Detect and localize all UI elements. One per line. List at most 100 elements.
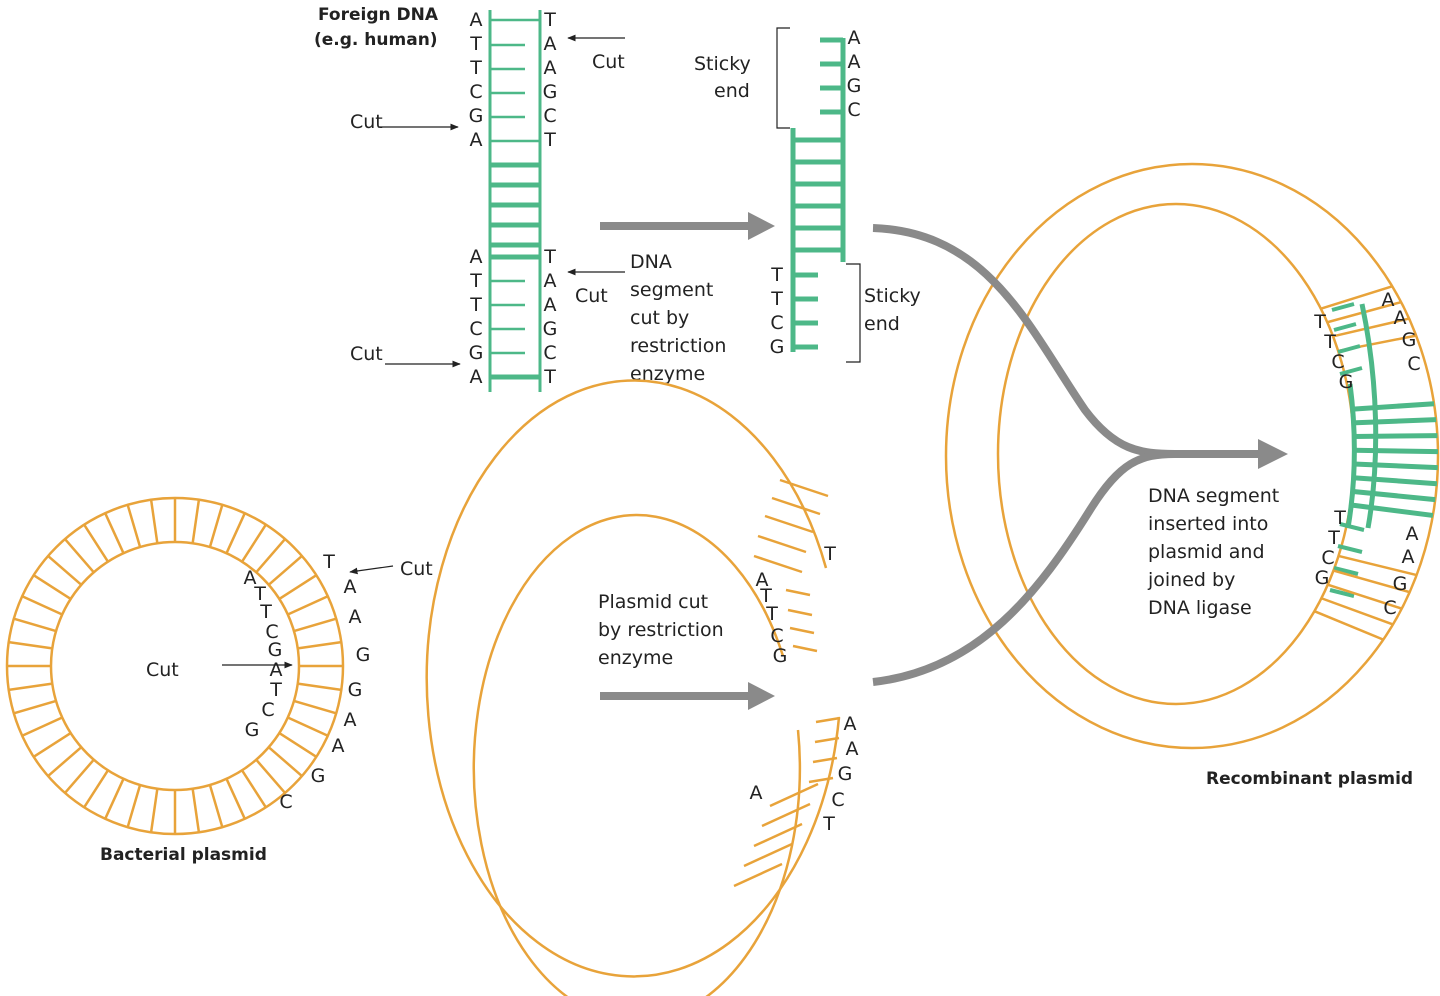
sticky-end-fragment <box>790 37 846 352</box>
base-pair-rung <box>297 682 342 692</box>
base-pair-rung <box>753 822 803 848</box>
base-pair-rung <box>792 644 818 653</box>
base-pair-rung <box>32 574 72 601</box>
nucleotide-base: T <box>1327 527 1340 549</box>
svg-text:DNA ligase: DNA ligase <box>1148 597 1252 619</box>
recombinant-plasmid-rungs <box>1313 285 1439 641</box>
base-pair-rung <box>753 554 803 574</box>
base-pair-rung <box>1332 317 1410 338</box>
nucleotide-base: T <box>469 270 482 292</box>
base-pair-rung <box>47 746 83 777</box>
base-pair-rung <box>761 802 811 828</box>
nucleotide-base: A <box>544 270 557 292</box>
base-pair-rung <box>1353 433 1438 440</box>
nucleotide-base: G <box>773 645 788 667</box>
nucleotide-base: G <box>543 318 558 340</box>
svg-text:by restriction: by restriction <box>598 619 724 641</box>
nucleotide-base: A <box>470 366 483 388</box>
base-pair-rung <box>13 617 57 633</box>
base-pair-rung <box>815 716 841 724</box>
base-pair-rung <box>1353 447 1439 455</box>
base-pair-rung <box>812 756 838 764</box>
foreign-dna-label: Foreign DNA <box>318 5 439 25</box>
process-arrowhead <box>748 212 775 240</box>
nucleotide-base: A <box>756 569 769 591</box>
base-pair-rung <box>293 617 337 633</box>
base-pair-rung <box>789 626 815 635</box>
nucleotide-base: C <box>770 312 783 334</box>
base-pair-rung <box>104 512 125 554</box>
nucleotide-base: T <box>765 603 778 625</box>
nucleotide-base: A <box>1406 523 1419 545</box>
base-pair-rung <box>149 499 159 544</box>
svg-text:inserted into: inserted into <box>1148 513 1268 535</box>
base-pair-rung <box>771 496 821 516</box>
nucleotide-base: C <box>1383 597 1396 619</box>
base-pair-rung <box>1337 344 1361 354</box>
nucleotide-base: G <box>268 639 283 661</box>
base-pair-rung <box>808 776 834 784</box>
recombinant-plasmid <box>944 162 1440 750</box>
nucleotide-base: T <box>543 246 556 268</box>
nucleotide-base: T <box>322 551 335 573</box>
nucleotide-base: T <box>1313 311 1326 333</box>
base-pair-rung <box>104 778 125 820</box>
base-pair-rung <box>769 782 819 808</box>
svg-text:Plasmid cut: Plasmid cut <box>598 591 708 613</box>
nucleotide-base: G <box>1339 371 1354 393</box>
svg-text:DNA: DNA <box>630 251 672 273</box>
nucleotide-base: A <box>332 735 345 757</box>
cut-plasmid-rungs <box>733 478 841 888</box>
base-pair-rung <box>225 512 246 554</box>
merge-arrow-lower <box>872 450 1176 686</box>
nucleotide-base: A <box>750 782 763 804</box>
nucleotide-base: A <box>470 246 483 268</box>
base-pair-rung <box>8 682 53 692</box>
nucleotide-base: C <box>265 621 278 643</box>
fragment-rungs <box>793 37 843 350</box>
base-pair-rung <box>1351 488 1436 503</box>
nucleotide-base: C <box>543 342 556 364</box>
base-pair-rung <box>1331 302 1355 312</box>
inserted-dna-strand <box>1359 303 1379 529</box>
base-pair-rung <box>64 538 95 574</box>
base-pair-rung <box>1337 544 1363 554</box>
base-pair-rung <box>240 523 267 563</box>
merge-arrowhead <box>1258 439 1288 469</box>
base-pair-rung <box>814 736 840 744</box>
nucleotide-base: G <box>469 105 484 127</box>
base-pair-rung <box>225 778 246 820</box>
base-pair-rung <box>126 784 142 828</box>
base-pair-rung <box>8 640 53 650</box>
base-pair-rung <box>47 555 83 586</box>
nucleotide-base: T <box>770 264 783 286</box>
dna-inserted-caption: DNA segment inserted into plasmid and jo… <box>1147 485 1279 619</box>
nucleotide-base: T <box>253 583 266 605</box>
nucleotide-base: C <box>279 791 292 813</box>
nucleotide-base: A <box>544 33 557 55</box>
nucleotide-base: G <box>1315 567 1330 589</box>
nucleotide-base: C <box>543 105 556 127</box>
base-pair-rung <box>83 769 110 809</box>
nucleotide-base: T <box>269 679 282 701</box>
sticky-end-label-2: end <box>864 313 900 335</box>
nucleotide-base: T <box>822 813 835 835</box>
nucleotide-base: C <box>770 625 783 647</box>
base-pair-rung <box>278 574 318 601</box>
nucleotide-base: T <box>543 366 556 388</box>
nucleotide-base: A <box>848 51 861 73</box>
base-pair-rung <box>1320 285 1393 310</box>
nucleotide-base: T <box>770 288 783 310</box>
nucleotide-base: T <box>259 601 272 623</box>
base-pair-rung <box>21 716 63 737</box>
nucleotide-base: C <box>469 81 482 103</box>
nucleotide-base: C <box>1407 353 1420 375</box>
nucleotide-base: G <box>348 679 363 701</box>
nucleotide-base: T <box>469 33 482 55</box>
base-pair-rung <box>1333 322 1357 332</box>
inserted-dna-strand <box>1345 383 1357 529</box>
nucleotide-base: A <box>470 129 483 151</box>
